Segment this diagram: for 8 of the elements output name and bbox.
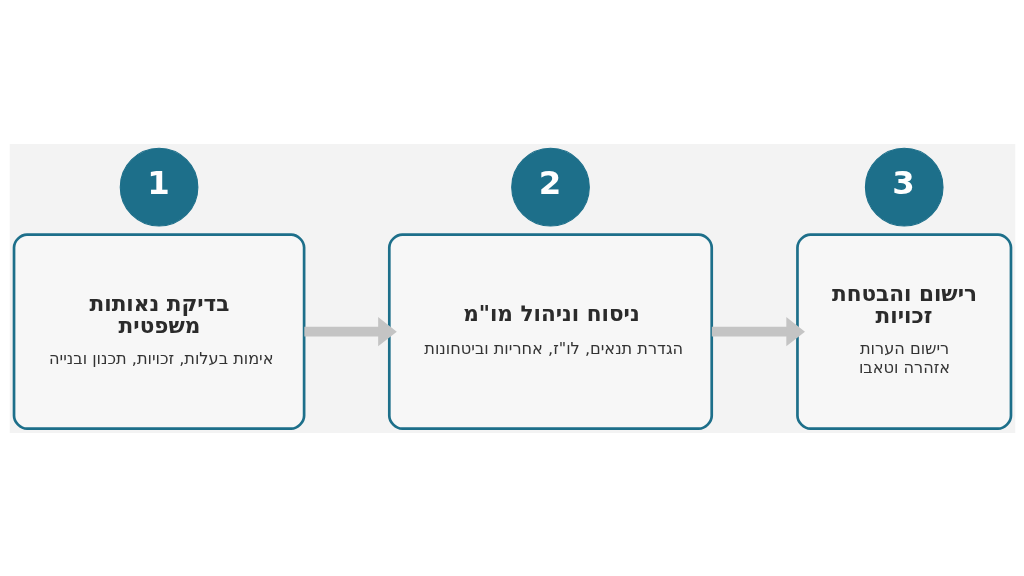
arrow [711, 316, 805, 346]
node-circle: 1 [119, 147, 198, 226]
node-box: בדיקת נאותות משפטית אימות בעלות, זכויות, תכנון ובנייה [12, 232, 305, 430]
node-box: רישום והבטחת זכויות רישום הערות אזהרה וטאבו [795, 232, 1012, 430]
arrow [303, 316, 397, 346]
node-box: ניסוח וניהול מו"מ הגדרת תנאים, לו"ז, אחריות וביטחונות [387, 232, 713, 430]
node-circle: 3 [864, 147, 944, 226]
node-circle: 2 [510, 147, 590, 226]
